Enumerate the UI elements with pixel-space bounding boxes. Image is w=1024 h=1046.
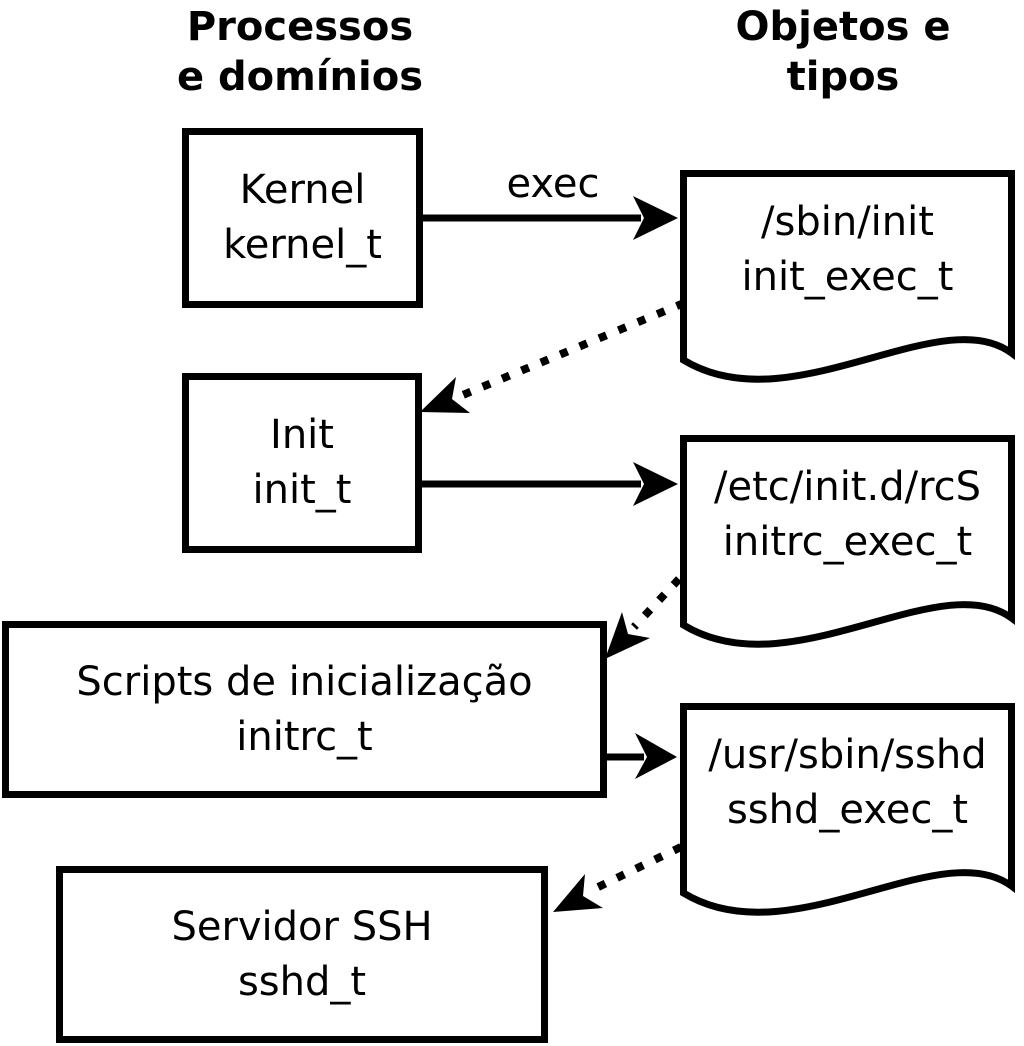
- column-header-objects-line1: Objetos e: [735, 4, 951, 50]
- arrow-head-icon: [420, 377, 470, 413]
- object-label-etc-initd-rcs: /etc/init.d/rcS initrc_exec_t: [680, 445, 1015, 585]
- solid-arrow-kernel-to-sbin-init: [423, 196, 678, 240]
- column-header-objects: Objetos e tipos: [643, 2, 1024, 102]
- arrow-head-icon: [553, 874, 603, 912]
- process-name: Servidor SSH: [171, 903, 433, 950]
- process-domain-type: sshd_t: [237, 958, 367, 1005]
- process-box-kernel: Kernel kernel_t: [182, 128, 423, 308]
- arrow-head-icon: [633, 196, 678, 240]
- dotted-arrow-usr-sbin-sshd-to-sshd: [553, 843, 683, 912]
- process-domain-type: kernel_t: [223, 222, 382, 268]
- process-box-init-scripts: Scripts de inicialização initrc_t: [2, 621, 607, 798]
- process-name: Kernel: [239, 167, 366, 213]
- arrow-head-icon: [635, 733, 677, 779]
- solid-arrow-initrc-to-usr-sbin-sshd: [605, 733, 677, 779]
- dotted-arrow-etc-initd-rcs-to-initrc: [605, 576, 682, 659]
- arrow-head-icon: [605, 612, 650, 659]
- process-name: Init: [270, 412, 334, 458]
- exec-arrow-label: exec: [506, 161, 600, 207]
- object-label-usr-sbin-sshd: /usr/sbin/sshd sshd_exec_t: [680, 713, 1015, 853]
- document-shape-usr-sbin-sshd: [680, 703, 1015, 916]
- object-type: init_exec_t: [741, 254, 954, 300]
- object-path: /sbin/init: [761, 199, 934, 245]
- arrow-head-icon: [633, 462, 678, 506]
- process-domain-type: initrc_t: [236, 713, 373, 760]
- dotted-arrow-sbin-init-to-init: [420, 299, 686, 413]
- column-header-processes-line1: Processos: [186, 4, 414, 50]
- object-type: sshd_exec_t: [726, 787, 969, 833]
- object-label-sbin-init: /sbin/init init_exec_t: [680, 180, 1015, 320]
- column-header-objects-line2: tipos: [786, 54, 900, 100]
- document-shape-etc-initd-rcs: [680, 435, 1015, 648]
- process-box-ssh-server: Servidor SSH sshd_t: [56, 866, 548, 1043]
- column-header-processes: Processos e domínios: [100, 2, 500, 102]
- object-path: /etc/init.d/rcS: [713, 464, 982, 510]
- process-name: Scripts de inicialização: [76, 658, 533, 705]
- process-box-init: Init init_t: [182, 373, 422, 553]
- document-shape-sbin-init: [680, 170, 1015, 383]
- process-domain-type: init_t: [252, 467, 352, 513]
- solid-arrow-init-to-etc-initd-rcs: [421, 462, 678, 506]
- object-path: /usr/sbin/sshd: [708, 732, 987, 778]
- column-header-processes-line2: e domínios: [176, 54, 424, 100]
- object-type: initrc_exec_t: [722, 519, 973, 565]
